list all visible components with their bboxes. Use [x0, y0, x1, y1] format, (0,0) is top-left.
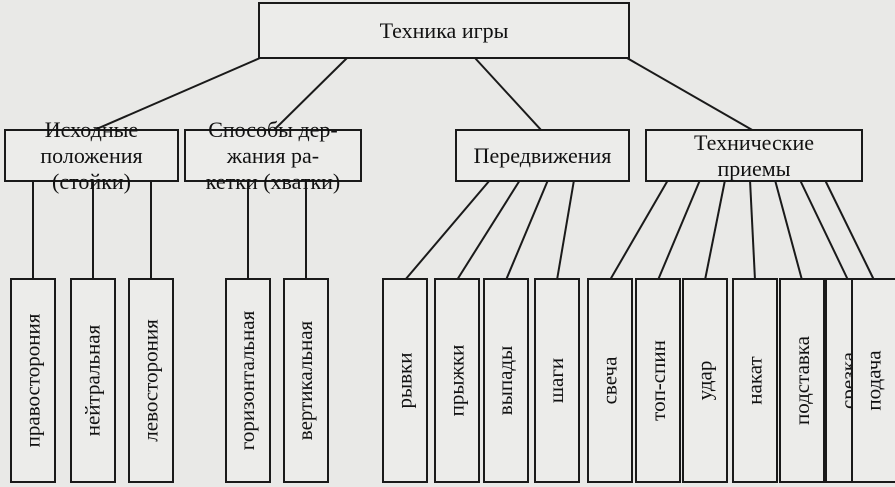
leaf-label: горизонтальная — [235, 310, 260, 451]
connector-techniques-leaf-2 — [657, 179, 701, 281]
category-techniques: Технические приемы — [645, 129, 863, 182]
leaf-node: удар — [682, 278, 728, 483]
leaf-label: прыжки — [444, 344, 469, 417]
connector-root-to-stances — [91, 57, 261, 132]
leaf-label: топ-спин — [645, 340, 670, 421]
leaf-node: подставка — [779, 278, 825, 483]
leaf-node: накат — [732, 278, 778, 483]
leaf-label: вертикальная — [293, 320, 318, 441]
leaf-node: рывки — [382, 278, 428, 483]
leaf-label: подставка — [789, 335, 814, 426]
leaf-node: подача — [851, 278, 895, 483]
connector-techniques-leaf-5 — [774, 179, 803, 281]
category-label: Технические приемы — [694, 129, 814, 181]
connector-movements-leaf-3 — [505, 179, 549, 281]
leaf-node: топ-спин — [635, 278, 681, 483]
leaf-node: выпады — [483, 278, 529, 483]
root-node: Техника игры — [258, 2, 630, 59]
connector-root-to-techniques — [626, 57, 755, 132]
leaf-label: правосторония — [20, 313, 45, 448]
connector-root-to-grips — [272, 57, 348, 132]
connector-root-to-movements — [474, 57, 543, 132]
leaf-node: правосторония — [10, 278, 56, 483]
category-stances: Исходные положения (стойки) — [4, 117, 179, 194]
category-label: Исходные положения (стойки) — [40, 116, 143, 194]
leaf-label: левосторония — [138, 319, 163, 442]
leaf-node: горизонтальная — [225, 278, 271, 483]
leaf-node: нейтральная — [70, 278, 116, 483]
leaf-node: свеча — [587, 278, 633, 483]
leaf-label: рывки — [392, 352, 417, 409]
leaf-node: левосторония — [128, 278, 174, 483]
category-grips: Способы дер- жания ра- кетки (хватки) — [184, 117, 362, 194]
leaf-node: вертикальная — [283, 278, 329, 483]
category-movements: Передвижения — [455, 129, 630, 182]
leaf-label: подача — [861, 350, 886, 411]
connector-movements-leaf-1 — [404, 179, 491, 281]
category-label: Способы дер- жания ра- кетки (хватки) — [205, 116, 341, 194]
leaf-label: выпады — [493, 345, 518, 416]
connector-movements-leaf-4 — [556, 179, 575, 281]
leaf-label: нейтральная — [80, 324, 105, 437]
leaf-node: прыжки — [434, 278, 480, 483]
leaf-label: накат — [742, 356, 767, 405]
leaf-label: удар — [692, 360, 717, 401]
connector-techniques-leaf-1 — [609, 179, 669, 281]
root-label: Техника игры — [379, 17, 509, 43]
leaf-label: шаги — [544, 357, 569, 404]
leaf-node: шаги — [534, 278, 580, 483]
leaf-label: свеча — [597, 356, 622, 405]
connector-techniques-leaf-3 — [704, 179, 726, 281]
connector-techniques-leaf-6 — [799, 179, 849, 281]
category-label: Передвижения — [473, 142, 612, 168]
connector-techniques-leaf-7 — [824, 179, 875, 281]
connector-movements-leaf-2 — [456, 179, 521, 281]
connector-techniques-leaf-4 — [749, 179, 756, 281]
